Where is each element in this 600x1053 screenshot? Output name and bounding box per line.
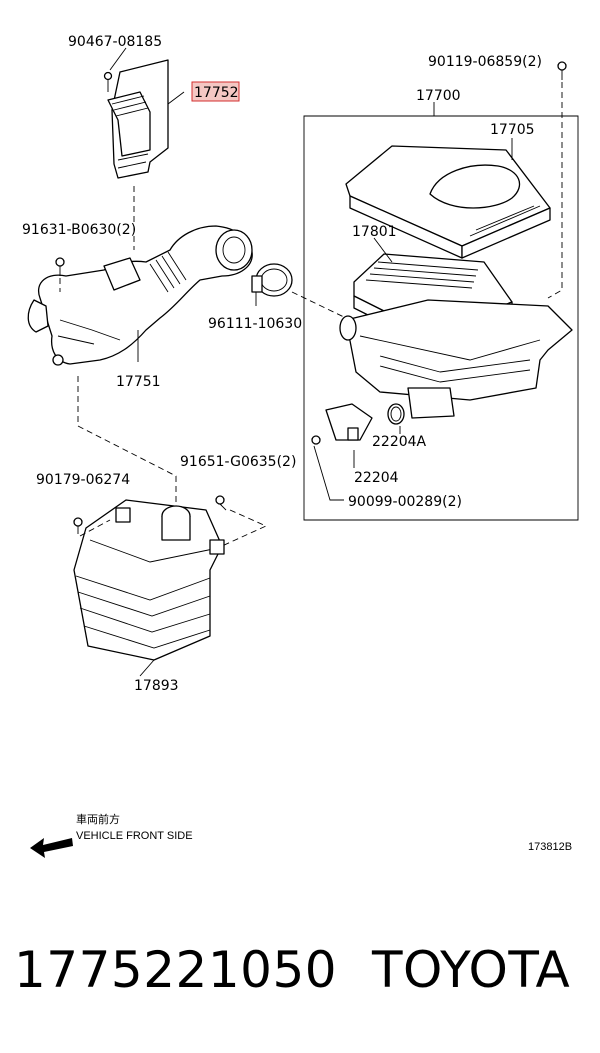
part-22204-drawing (311, 403, 405, 445)
highlight-17752 (191, 81, 240, 102)
brand-name: TOYOTA (372, 941, 571, 999)
label-17751: 17751 (116, 374, 161, 390)
part-96111-drawing (251, 263, 293, 306)
label-22204A: 22204A (372, 434, 427, 450)
case-body-drawing (339, 299, 573, 419)
part-17751-drawing (27, 225, 253, 366)
part-17893-drawing (73, 499, 225, 661)
part-number: 1775221050 (14, 941, 338, 999)
assembly-frame (303, 115, 579, 521)
figure-reference: 173812B (528, 841, 572, 853)
part-17705-drawing (345, 145, 551, 259)
label-90099: 90099-00289(2) (348, 494, 462, 510)
label-90119: 90119-06859(2) (428, 54, 542, 70)
label-91631: 91631-B0630(2) (22, 222, 136, 238)
front-direction-indicator: 車両前方 VEHICLE FRONT SIDE (30, 812, 193, 858)
label-17893: 17893 (134, 678, 179, 694)
label-90179: 90179-06274 (36, 472, 130, 488)
label-91651: 91651-G0635(2) (180, 454, 296, 470)
label-17705: 17705 (490, 122, 535, 138)
arrow-left-icon (30, 838, 73, 858)
label-22204: 22204 (354, 470, 399, 486)
part-17752-drawing (103, 59, 169, 179)
label-17700: 17700 (416, 88, 461, 104)
label-90467: 90467-08185 (68, 34, 162, 50)
direction-en: VEHICLE FRONT SIDE (76, 830, 193, 842)
bolts (55, 61, 567, 534)
label-17752: 17752 (194, 85, 239, 101)
label-96111: 96111-10630 (208, 316, 302, 332)
connection-lines (59, 82, 563, 547)
parts-diagram: 90467-08185 17752 90119-06859(2) 17700 1… (22, 34, 579, 858)
label-17801: 17801 (352, 224, 397, 240)
leader-lines (109, 47, 513, 677)
direction-jp: 車両前方 (76, 812, 120, 826)
